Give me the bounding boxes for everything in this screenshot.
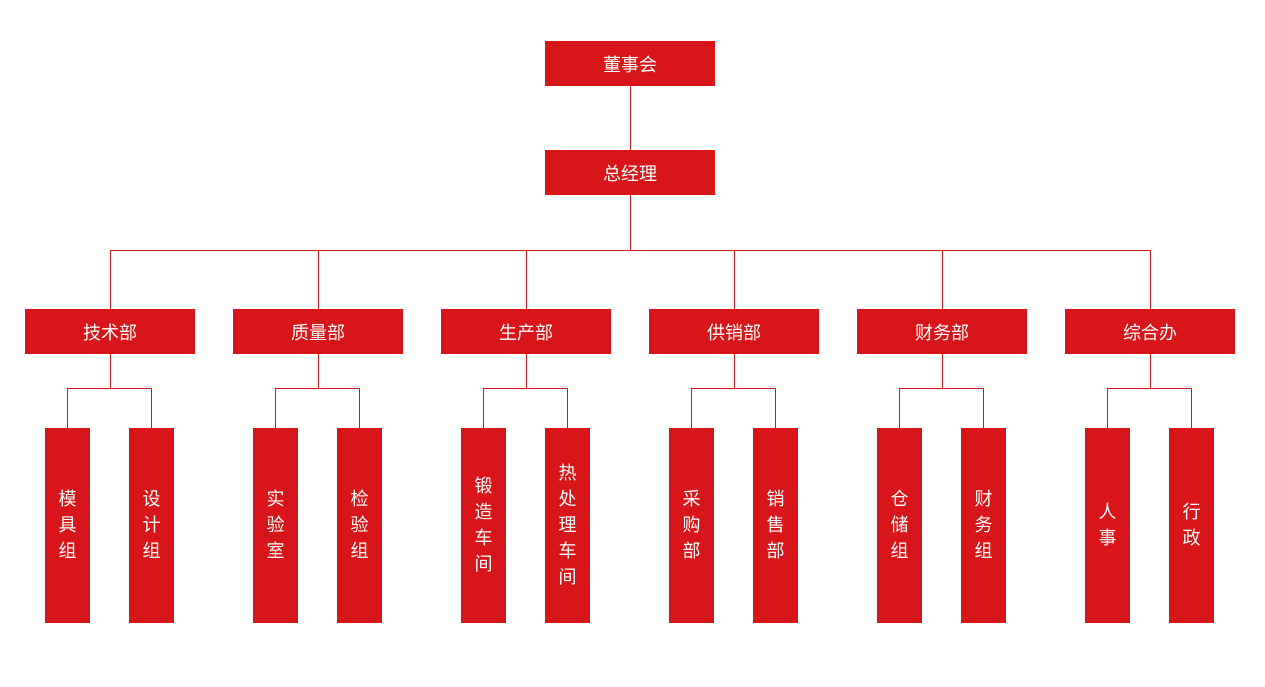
connector-manager-trunk [630,195,631,250]
connector-branch-child [899,388,900,428]
node-board: 董事会 [545,41,715,86]
subunit-node: 财务组 [961,428,1006,623]
department-node: 生产部 [441,309,611,354]
subunit-node: 设计组 [129,428,174,623]
connector-trunk-department [110,250,111,309]
connector-branch-horizontal [1107,388,1192,389]
connector-department-branch [1150,354,1151,388]
subunit-label: 采购部 [682,488,701,562]
connector-trunk-department [1150,250,1151,309]
subunit-label: 热处理车间 [558,462,577,588]
subunit-label: 实验室 [266,488,285,562]
connector-branch-child [983,388,984,428]
subunit-node: 采购部 [669,428,714,623]
subunit-node: 人事 [1085,428,1130,623]
connector-trunk-department [318,250,319,309]
subunit-label: 仓储组 [890,488,909,562]
connector-branch-child [275,388,276,428]
connector-branch-child [151,388,152,428]
subunit-node: 模具组 [45,428,90,623]
connector-department-branch [734,354,735,388]
department-node: 财务部 [857,309,1027,354]
connector-branch-horizontal [483,388,568,389]
connector-department-branch [526,354,527,388]
department-label: 生产部 [499,322,553,344]
node-general-manager-label: 总经理 [603,163,657,185]
department-node: 综合办 [1065,309,1235,354]
subunit-node: 锻造车间 [461,428,506,623]
connector-branch-child [691,388,692,428]
department-label: 质量部 [291,322,345,344]
connector-branch-child [67,388,68,428]
department-label: 供销部 [707,322,761,344]
connector-department-branch [942,354,943,388]
department-node: 技术部 [25,309,195,354]
connector-branch-child [359,388,360,428]
department-node: 质量部 [233,309,403,354]
connector-branch-horizontal [899,388,984,389]
subunit-label: 模具组 [58,488,77,562]
connector-department-branch [318,354,319,388]
connector-branch-child [1191,388,1192,428]
connector-branch-horizontal [67,388,152,389]
subunit-label: 行政 [1182,501,1201,549]
department-node: 供销部 [649,309,819,354]
connector-branch-child [775,388,776,428]
subunit-label: 设计组 [142,488,161,562]
connector-board-manager [630,86,631,150]
connector-department-branch [110,354,111,388]
subunit-node: 仓储组 [877,428,922,623]
subunit-label: 销售部 [766,488,785,562]
subunit-node: 热处理车间 [545,428,590,623]
node-board-label: 董事会 [603,54,657,76]
department-label: 技术部 [83,322,137,344]
node-general-manager: 总经理 [545,150,715,195]
subunit-label: 人事 [1098,501,1117,549]
connector-trunk-department [942,250,943,309]
subunit-node: 检验组 [337,428,382,623]
connector-branch-child [567,388,568,428]
subunit-label: 财务组 [974,488,993,562]
department-label: 财务部 [915,322,969,344]
connector-department-trunk [110,250,1151,251]
connector-trunk-department [734,250,735,309]
subunit-label: 锻造车间 [474,475,493,575]
subunit-label: 检验组 [350,488,369,562]
subunit-node: 行政 [1169,428,1214,623]
connector-branch-horizontal [691,388,776,389]
connector-branch-horizontal [275,388,360,389]
connector-branch-child [483,388,484,428]
subunit-node: 销售部 [753,428,798,623]
subunit-node: 实验室 [253,428,298,623]
connector-trunk-department [526,250,527,309]
department-label: 综合办 [1123,322,1177,344]
connector-branch-child [1107,388,1108,428]
